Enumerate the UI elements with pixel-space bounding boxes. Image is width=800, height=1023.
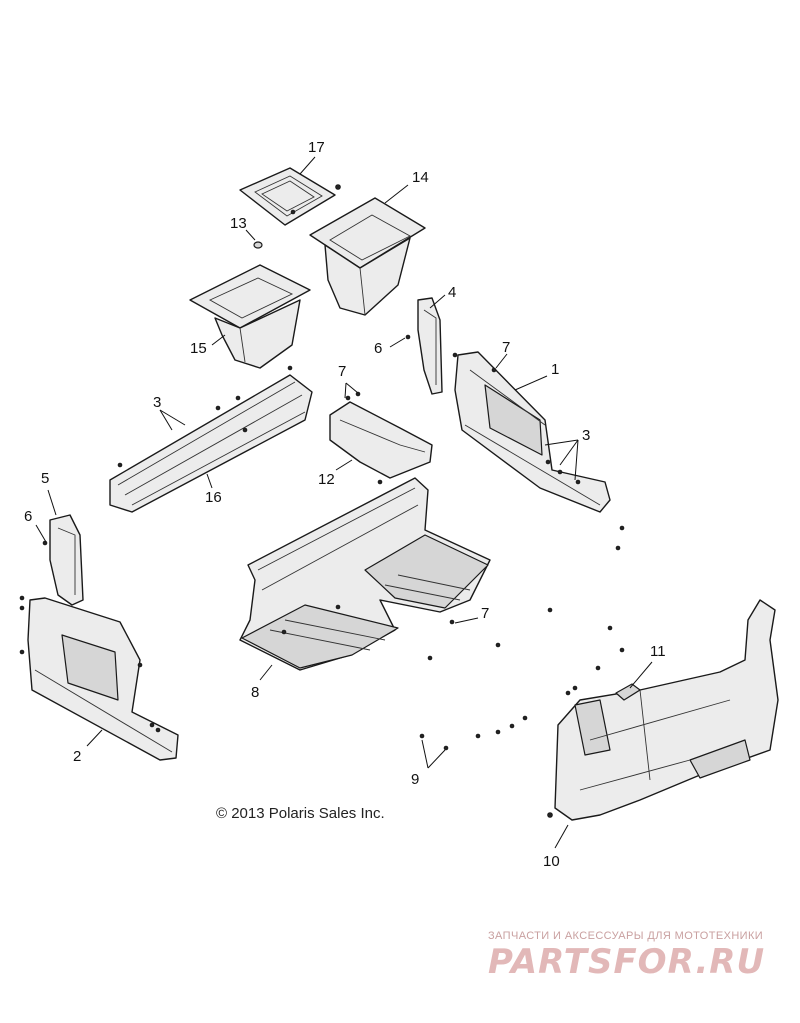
callout-3-left: 3 xyxy=(153,394,161,411)
part-16-rail xyxy=(109,365,313,513)
callout-9: 9 xyxy=(411,771,419,788)
callout-6-left: 6 xyxy=(24,508,32,525)
watermark-logo: PARTSFOR.RU xyxy=(488,942,766,982)
watermark-tagline: ЗАПЧАСТИ И АКСЕССУАРЫ ДЛЯ МОТОТЕХНИКИ xyxy=(488,930,764,942)
callout-15: 15 xyxy=(190,340,207,357)
part-2-side-panel xyxy=(19,595,179,761)
loose-fasteners xyxy=(419,525,625,751)
part-17-tray xyxy=(239,167,336,226)
part-10-rear-panel xyxy=(547,599,779,821)
callout-labels: 17 14 13 15 4 6 7 1 3 7 3 12 16 5 6 7 11… xyxy=(24,139,666,870)
callout-7-right: 7 xyxy=(502,339,510,356)
callout-3-right: 3 xyxy=(582,427,590,444)
part-5-pillar xyxy=(42,514,84,606)
callout-7-lower: 7 xyxy=(481,605,489,622)
part-15-bin xyxy=(189,264,311,369)
part-8-floor xyxy=(239,477,491,671)
part-14-bin xyxy=(309,184,426,316)
callout-5: 5 xyxy=(41,470,49,487)
callout-6-right: 6 xyxy=(374,340,382,357)
copyright-notice: © 2013 Polaris Sales Inc. xyxy=(216,805,385,822)
callout-14: 14 xyxy=(412,169,429,186)
callout-1: 1 xyxy=(551,361,559,378)
part-1-side-panel xyxy=(452,351,611,513)
leader-lines xyxy=(35,156,653,849)
callout-13: 13 xyxy=(230,215,247,232)
callout-10: 10 xyxy=(543,853,560,870)
part-13-cap xyxy=(253,241,263,249)
callout-4: 4 xyxy=(448,284,456,301)
callout-16: 16 xyxy=(205,489,222,506)
callout-8: 8 xyxy=(251,684,259,701)
callout-7-center: 7 xyxy=(338,363,346,380)
part-4-pillar xyxy=(405,297,443,395)
callout-11: 11 xyxy=(650,643,666,660)
callout-2: 2 xyxy=(73,748,81,765)
part-12-duct xyxy=(329,391,433,479)
callout-17: 17 xyxy=(308,139,325,156)
part-11-clip xyxy=(615,683,641,701)
callout-12: 12 xyxy=(318,471,335,488)
